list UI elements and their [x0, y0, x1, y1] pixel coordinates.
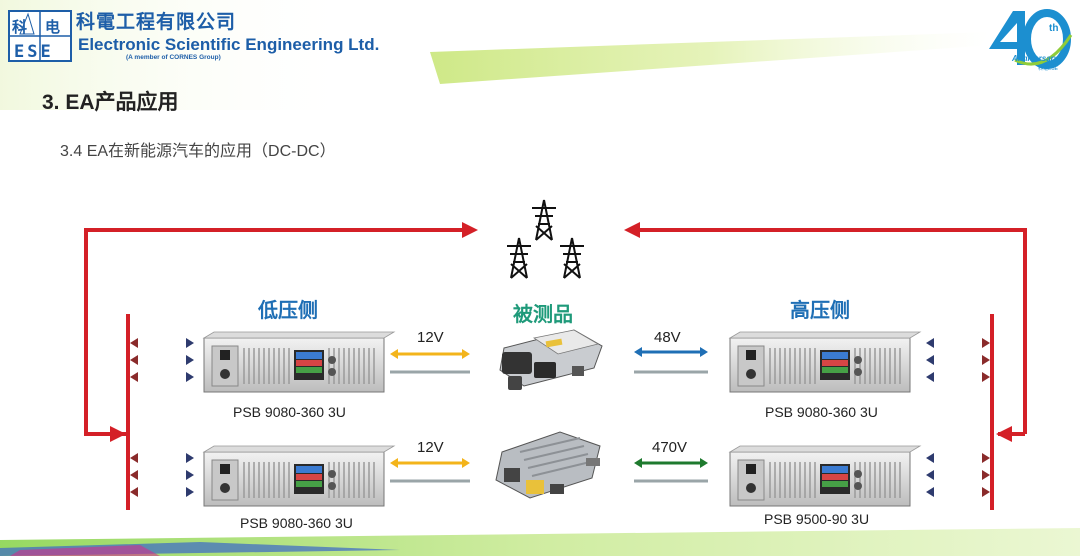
- company-name-cn: 科電工程有限公司: [76, 12, 237, 33]
- dc-dc-converter-icon: [495, 431, 601, 499]
- member-note: (A member of CORNES Group): [126, 54, 221, 61]
- section-title: 3. EA产品应用: [42, 91, 179, 114]
- dut-label: 被测品: [513, 304, 573, 326]
- slide-subtitle: 3.4 EA在新能源汽车的应用（DC-DC）: [60, 143, 336, 160]
- voltage-label: 470V: [652, 439, 688, 456]
- svg-text:ESE: ESE: [14, 42, 54, 62]
- low-side-bus-bar: [126, 314, 130, 510]
- grid-return-path-right: [624, 222, 1027, 442]
- anniversary-logo: [989, 9, 1073, 69]
- voltage-arrow-48v: [634, 347, 708, 374]
- device-model-label: PSB 9500-90 3U: [764, 511, 870, 527]
- device-model-label: PSB 9080-360 3U: [233, 404, 346, 420]
- voltage-label: 12V: [417, 329, 444, 346]
- low-side-bus-arrows: [134, 341, 188, 494]
- voltage-arrow-12v-top: [390, 349, 470, 374]
- high-side-bus-arrows: [926, 338, 990, 497]
- anniversary-text: Anniversary: [1012, 54, 1059, 63]
- power-supply-icon: [203, 445, 395, 507]
- power-tower-icon: [507, 199, 584, 279]
- svg-text:电: 电: [45, 18, 60, 36]
- low-side-arrowheads: [130, 338, 194, 497]
- svg-text:科: 科: [12, 18, 27, 36]
- power-supply-icon: [729, 331, 921, 393]
- voltage-arrow-12v-bottom: [390, 458, 470, 483]
- power-supply-icon: [729, 445, 921, 507]
- device-model-label: PSB 9080-360 3U: [240, 515, 353, 531]
- grid-return-path-left: [84, 222, 478, 442]
- anniversary-sub: 科電ESE: [1038, 66, 1059, 72]
- dc-dc-converter-icon: [499, 329, 603, 390]
- company-logo: 科 电 ESE: [8, 10, 72, 62]
- high-side-bus-bar: [990, 314, 994, 510]
- low-side-label: 低压侧: [258, 300, 318, 322]
- company-name-en: Electronic Scientific Engineering Ltd.: [78, 35, 380, 54]
- power-supply-icon: [202, 331, 396, 393]
- voltage-label: 12V: [417, 439, 444, 456]
- voltage-arrow-470v: [634, 458, 708, 483]
- anniversary-suffix: th: [1049, 23, 1059, 34]
- high-side-label: 高压侧: [790, 300, 850, 322]
- device-model-label: PSB 9080-360 3U: [765, 404, 878, 420]
- voltage-label: 48V: [654, 329, 681, 346]
